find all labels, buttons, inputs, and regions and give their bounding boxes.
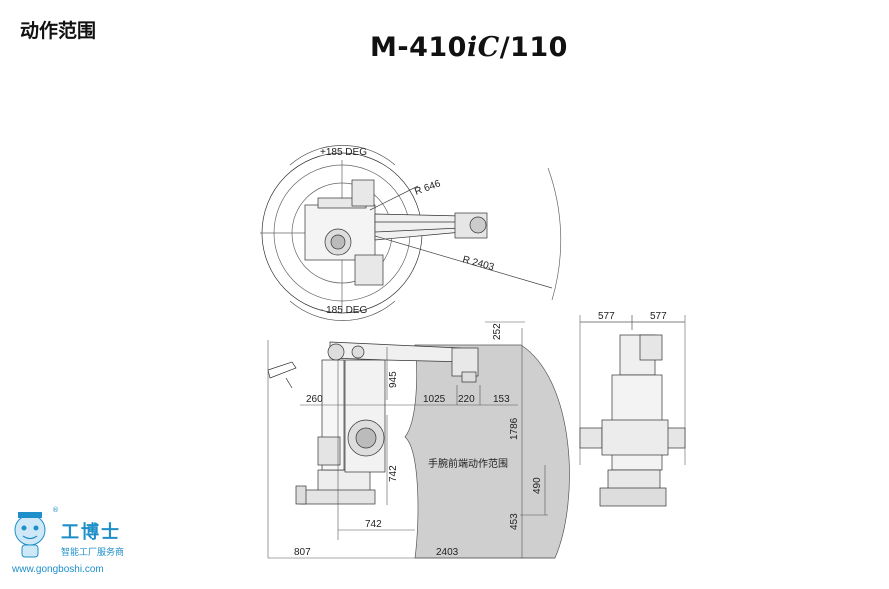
dim-1025: 1025 xyxy=(423,394,446,405)
model-suffix: /110 xyxy=(499,32,568,63)
rotation-arc-bottom xyxy=(289,300,396,321)
dim-945: 945 xyxy=(388,371,399,388)
dim-1786: 1786 xyxy=(509,417,520,440)
reach-arc-outer xyxy=(547,167,562,301)
logo-registered: ® xyxy=(52,506,59,514)
dim-252: 252 xyxy=(492,323,503,340)
front-view xyxy=(579,315,686,507)
dim-260: 260 xyxy=(306,394,323,405)
logo-url: www.gongboshi.com xyxy=(12,564,104,575)
zone-label: 手腕前端动作范围 xyxy=(428,457,508,470)
front-width-right: 577 xyxy=(650,311,667,322)
dim-807: 807 xyxy=(294,547,311,558)
work-envelope xyxy=(404,344,570,559)
front-width-left: 577 xyxy=(598,311,615,322)
rotation-arc-top xyxy=(289,145,396,166)
dim-220: 220 xyxy=(458,394,475,405)
rotation-minus-label: - 185 DEG xyxy=(320,305,367,316)
rotation-plus-label: +185 DEG xyxy=(320,147,367,158)
model-ic: iC xyxy=(466,32,500,63)
side-dim-lines xyxy=(267,321,555,559)
side-view xyxy=(267,341,570,559)
model-prefix: M-410 xyxy=(370,32,467,63)
dim-153: 153 xyxy=(493,394,510,405)
dim-453: 453 xyxy=(509,513,520,530)
radius-inner-label: R 646 xyxy=(413,178,442,198)
dim-2403: 2403 xyxy=(436,547,459,558)
section-title: 动作范围 xyxy=(20,20,97,42)
radius-line-2403 xyxy=(374,235,553,289)
side-wrist xyxy=(451,347,479,377)
top-view xyxy=(260,145,562,321)
dim-490: 490 xyxy=(532,477,543,494)
model-title: M-410iC/110 xyxy=(370,32,568,63)
radius-outer-label: R 2403 xyxy=(461,254,495,273)
top-arm xyxy=(374,213,463,241)
radius-line-646 xyxy=(369,185,419,211)
front-base xyxy=(599,487,667,507)
side-base xyxy=(317,469,371,493)
logo-tagline: 智能工厂服务商 xyxy=(61,548,125,558)
dim-742-horizontal: 742 xyxy=(365,519,382,530)
logo-name: 工博士 xyxy=(61,522,121,543)
mascot-icon xyxy=(14,512,46,558)
dim-742-vertical: 742 xyxy=(388,465,399,482)
